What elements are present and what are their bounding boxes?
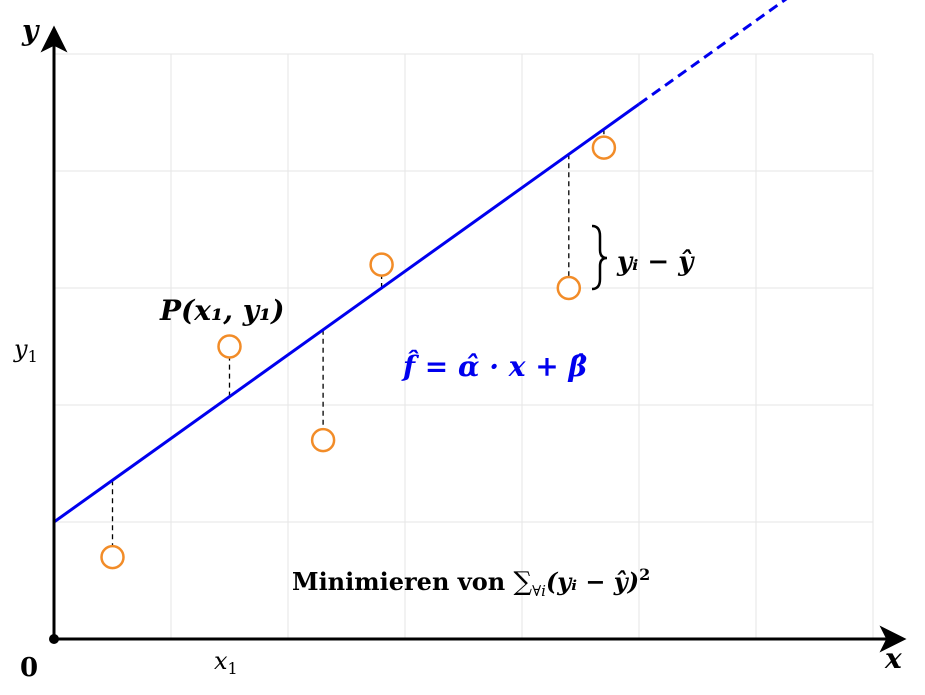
data-point	[310, 427, 336, 453]
residual-label: yᵢ − ŷ	[616, 247, 695, 277]
residual-brace	[591, 224, 608, 291]
data-point	[217, 334, 242, 359]
x-axis-label: x	[884, 642, 902, 675]
data-point	[591, 135, 617, 160]
x1-tick-label: x1	[214, 647, 238, 678]
y1-tick-label: y1	[13, 335, 38, 366]
data-point	[369, 252, 394, 277]
residual-lines	[111, 129, 605, 546]
regression-line	[53, 102, 640, 524]
regression-label: f̂ = α̂ · x + β̂	[401, 350, 587, 383]
y-axis-label: y	[21, 14, 40, 47]
origin-label: 0	[20, 653, 38, 683]
origin-dot	[49, 634, 59, 644]
data-point	[100, 544, 125, 570]
point-label: P(x₁, y₁)	[159, 294, 285, 327]
objective-label: Minimieren von ∑∀i(yᵢ − ŷ)2	[292, 565, 650, 600]
data-points	[100, 135, 617, 570]
data-point	[556, 275, 582, 301]
grid	[54, 53, 874, 639]
